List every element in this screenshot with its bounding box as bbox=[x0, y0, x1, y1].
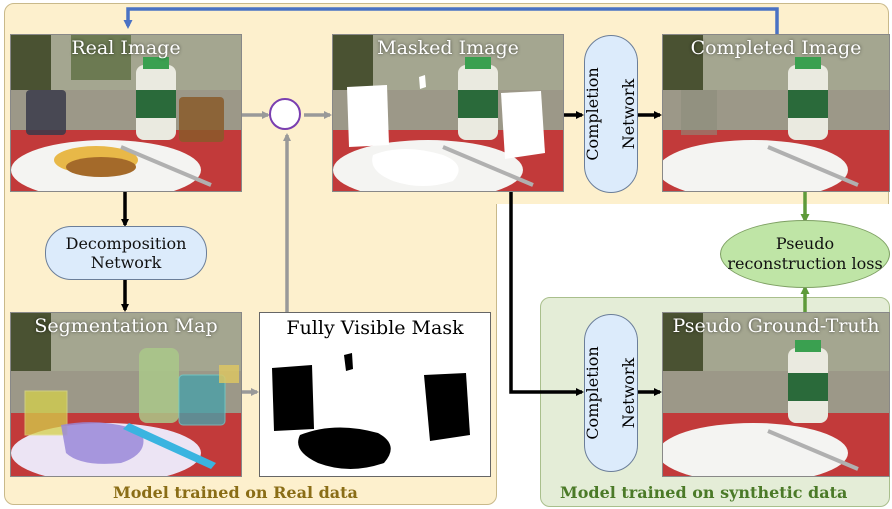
masked-to-synthetic-completion-arrow bbox=[509, 190, 584, 396]
feedback-arrow bbox=[123, 7, 779, 35]
completion-label-bottom: Completion Network bbox=[583, 346, 638, 440]
synthetic-data-label: Model trained on synthetic data bbox=[560, 483, 848, 502]
completion-label-top: Completion Network bbox=[583, 67, 638, 161]
masked-image-panel: Masked Image bbox=[332, 34, 564, 192]
pseudo-ground-truth-panel: Pseudo Ground-Truth bbox=[662, 312, 890, 477]
loss-label-line2: reconstruction loss bbox=[727, 254, 883, 273]
real-image-photo bbox=[11, 35, 241, 191]
merge-node bbox=[269, 98, 301, 130]
fully-visible-mask-panel: Fully Visible Mask bbox=[259, 312, 491, 477]
completion-bottom-line1: Completion bbox=[583, 346, 602, 440]
completion-network-node-top: Completion Network bbox=[583, 35, 638, 193]
real-data-label: Model trained on Real data bbox=[113, 483, 358, 502]
completion-bottom-line2: Network bbox=[619, 357, 638, 429]
completed-image-photo bbox=[663, 35, 889, 191]
pseudo-reconstruction-loss-node: Pseudo reconstruction loss bbox=[720, 220, 890, 288]
completed-image-panel: Completed Image bbox=[662, 34, 890, 192]
segmentation-map-panel: Segmentation Map bbox=[10, 312, 242, 477]
fully-visible-mask-caption: Fully Visible Mask bbox=[286, 317, 464, 339]
completion-network-node-bottom: Completion Network bbox=[583, 314, 638, 472]
segmentation-map-caption: Segmentation Map bbox=[34, 315, 218, 337]
real-image-panel: Real Image bbox=[10, 34, 242, 192]
completion-top-line1: Completion bbox=[583, 67, 602, 161]
decomposition-label-line1: Decomposition bbox=[65, 234, 187, 253]
pseudo-ground-truth-caption: Pseudo Ground-Truth bbox=[672, 315, 880, 337]
mask-shapes bbox=[272, 353, 470, 469]
masked-image-caption: Masked Image bbox=[377, 37, 519, 59]
loss-label-line1: Pseudo bbox=[775, 234, 835, 253]
pseudo-ground-truth-photo bbox=[663, 313, 889, 476]
completed-image-caption: Completed Image bbox=[690, 37, 862, 59]
real-image-caption: Real Image bbox=[71, 37, 181, 59]
decomposition-network-node: Decomposition Network bbox=[45, 226, 207, 280]
completion-top-line2: Network bbox=[619, 78, 638, 150]
segmentation-map-photo bbox=[11, 313, 241, 476]
masked-image-photo bbox=[333, 35, 563, 191]
decomposition-label-line2: Network bbox=[90, 253, 162, 272]
